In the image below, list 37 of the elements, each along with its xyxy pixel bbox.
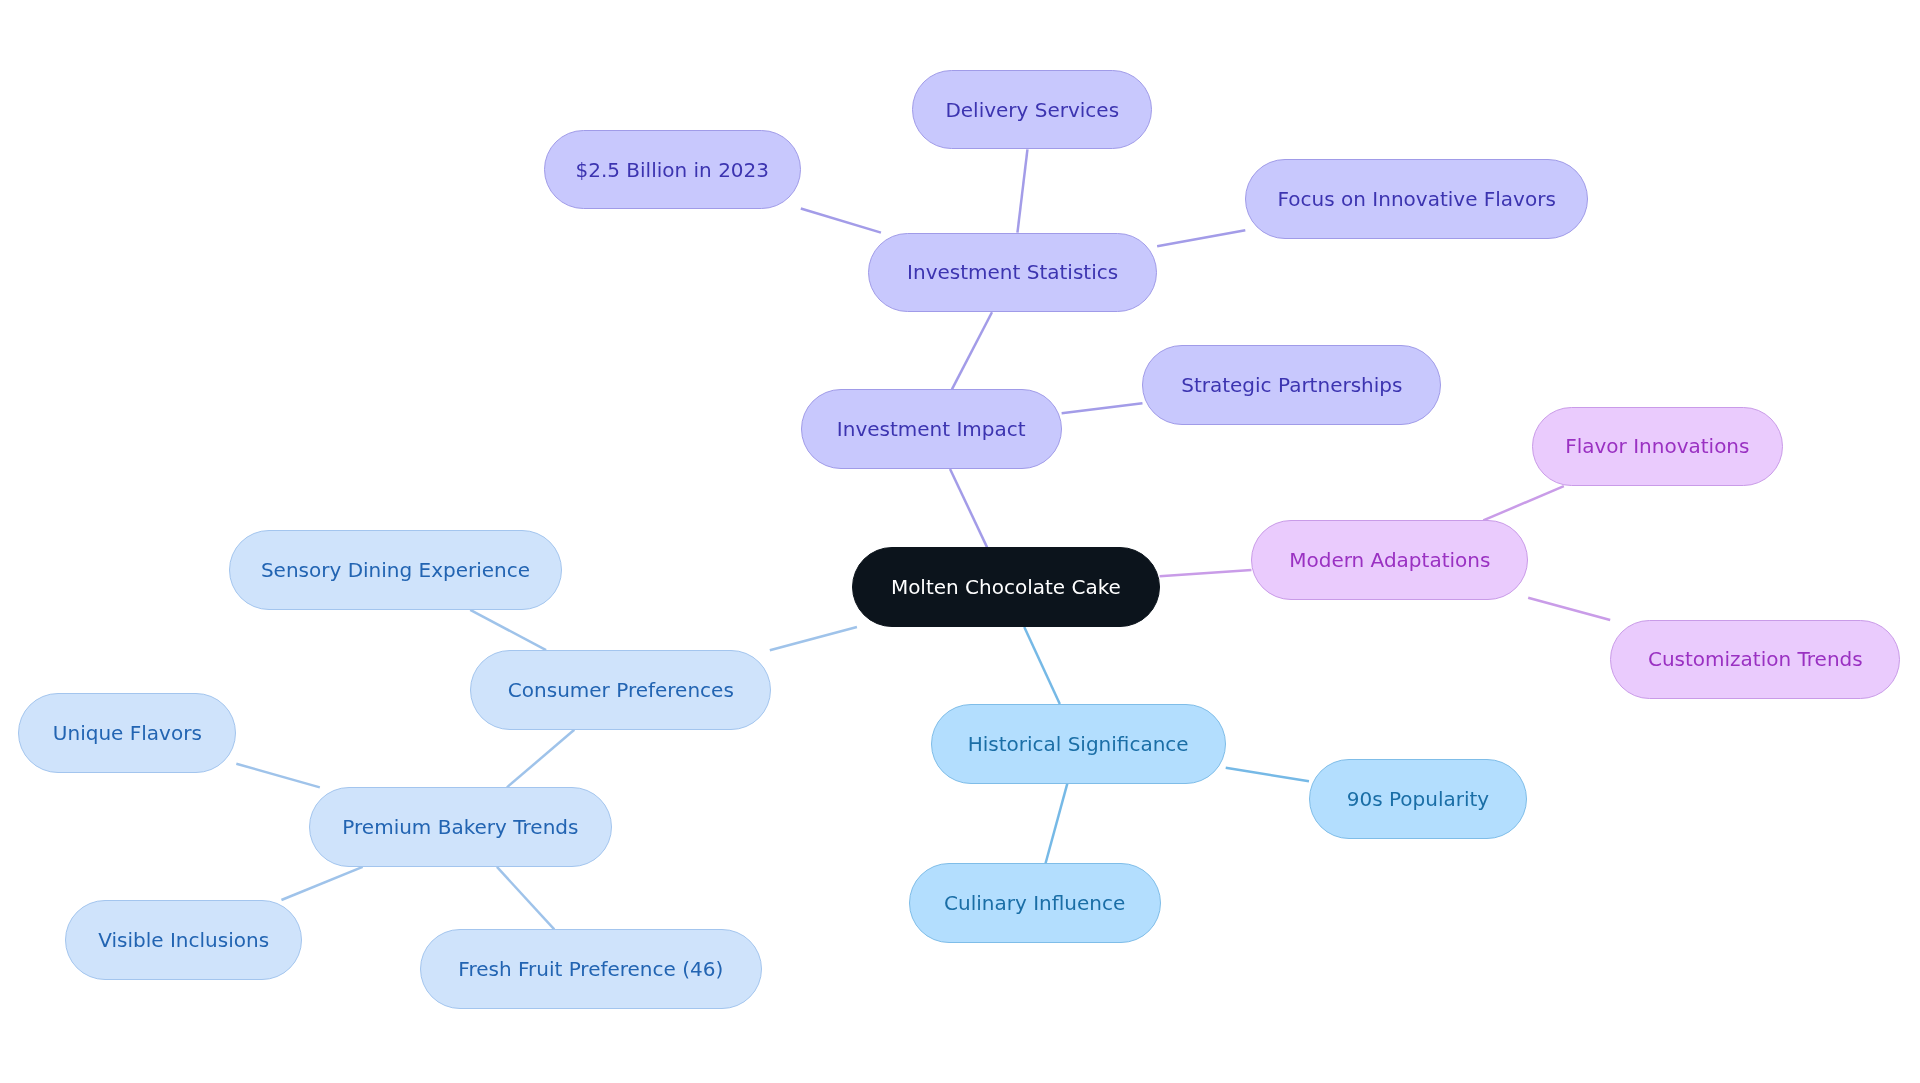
topic-label: 90s Popularity [1346, 786, 1490, 811]
connector-line [496, 866, 556, 931]
connector-line [1159, 568, 1252, 578]
topic-label: Visible Inclusions [98, 927, 270, 952]
connector-line [1023, 626, 1061, 705]
topic-label: Investment Impact [836, 417, 1026, 442]
connector-line [236, 762, 321, 789]
topic-label: Historical Significance [967, 731, 1189, 756]
topic-label: Culinary Influence [944, 891, 1126, 916]
connector-line [950, 311, 994, 390]
topic-label: Premium Bakery Trends [342, 815, 579, 840]
connector-line [769, 625, 858, 652]
topic-label: Molten Chocolate Cake [890, 575, 1121, 600]
connector-line [280, 865, 364, 902]
connector-line [1061, 402, 1143, 415]
connector-line [1016, 149, 1029, 233]
topic-label: Modern Adaptations [1289, 548, 1491, 573]
topic-label: Customization Trends [1647, 647, 1863, 672]
connector-line [1527, 596, 1611, 622]
topic-label: Fresh Fruit Preference (46) [458, 957, 724, 982]
topic-label: Delivery Services [945, 97, 1120, 122]
topic-label: Unique Flavors [52, 720, 202, 745]
connector-line [1044, 783, 1069, 864]
connector-line [948, 468, 989, 548]
topic-label: Flavor Innovations [1565, 434, 1750, 459]
topic-label: Sensory Dining Experience [260, 558, 531, 582]
topic-label: Investment Statistics [907, 260, 1119, 285]
connector-line [800, 207, 882, 234]
connector-line [1482, 484, 1565, 522]
connector-line [469, 608, 547, 652]
topic-label: Focus on Innovative Flavors [1277, 186, 1556, 211]
connector-line [506, 728, 576, 789]
topic-label: $2.5 Billion in 2023 [575, 157, 770, 182]
connector-line [1156, 228, 1246, 248]
topic-label: Strategic Partnerships [1181, 373, 1403, 398]
connector-line [1225, 766, 1310, 783]
topic-label: Consumer Preferences [507, 678, 734, 702]
